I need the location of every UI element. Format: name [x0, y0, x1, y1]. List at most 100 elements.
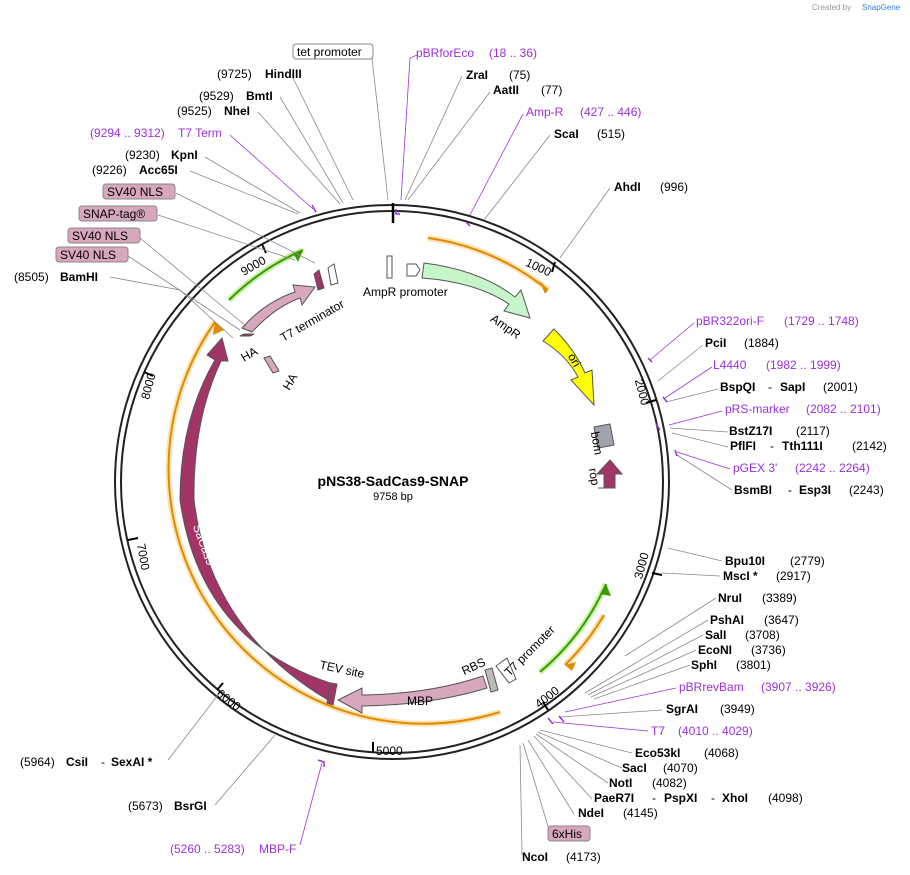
ldr-sphi	[593, 664, 691, 700]
ampr-label: AmpR	[488, 311, 524, 342]
bsmbi-pos: (2243)	[849, 483, 884, 497]
tick-7000	[127, 537, 139, 541]
pgex3-range: (2242 .. 2264)	[795, 461, 870, 475]
hindiii-label: HindIII	[265, 67, 302, 81]
ldr-sali	[587, 634, 704, 696]
ldr-bamhi	[109, 276, 234, 339]
sali-pos: (3708)	[745, 628, 780, 642]
ldr-his6	[522, 742, 551, 834]
ldr-kpni	[204, 156, 301, 214]
bsrgi-pos: (5673)	[128, 799, 163, 813]
pcii-label: PciI	[705, 336, 726, 350]
xhoi-label: XhoI	[722, 791, 748, 805]
bpu10i-pos: (2779)	[790, 554, 825, 568]
ldr-pgex3	[676, 451, 731, 470]
ldr-econi	[590, 649, 697, 698]
bspqi-dash: -	[768, 380, 772, 394]
ldr-pshai	[584, 619, 709, 694]
sphi-pos: (3801)	[736, 658, 771, 672]
paer7i-pos: (4098)	[768, 791, 803, 805]
ndei-label: NdeI	[578, 806, 604, 820]
ampr-promoter-label: AmpR promoter	[363, 285, 448, 299]
ampr-promoter-arrow	[406, 263, 421, 277]
snaptag-box	[78, 205, 158, 222]
ldr-l4440	[664, 366, 713, 399]
t7-promoter-label: T7 promoter	[502, 623, 558, 679]
sphi-label: SphI	[691, 658, 717, 672]
ldr-pbrforeco	[400, 54, 418, 201]
bmti-pos: (9529)	[199, 89, 234, 103]
plasmid-name: pNS38-SadCas9-SNAP	[318, 473, 469, 489]
noti-pos: (4082)	[652, 776, 687, 790]
ldr-t7term	[229, 134, 314, 210]
ldr-nrui	[624, 597, 717, 657]
t7-promoter-arrow	[495, 657, 517, 684]
mbpf-label: MBP-F	[259, 842, 296, 856]
pbrforeco-label: pBRforEco	[416, 46, 474, 60]
ldr-nhei	[257, 111, 341, 205]
ldr-csii	[167, 694, 219, 761]
ahdi-pos: (996)	[660, 180, 688, 194]
pcii-pos: (1884)	[744, 336, 779, 350]
his6-box	[547, 825, 591, 842]
bspqi-pos: (2001)	[823, 380, 858, 394]
tick-label-5000: 5000	[376, 744, 403, 758]
tick-label-4000: 4000	[532, 683, 562, 711]
rop-label: rop	[586, 467, 603, 487]
sv40nls2-label: SV40 NLS	[72, 229, 128, 243]
ldr-bspqi	[665, 388, 719, 403]
sapi-label: SapI	[780, 380, 805, 394]
pbrrevbam-label: pBRrevBam	[679, 680, 744, 694]
nrui-label: NruI	[718, 591, 742, 605]
csii-label: CsiI	[66, 755, 88, 769]
ldr-bstz17i	[669, 427, 729, 433]
sexai-label: SexAI *	[111, 755, 153, 769]
rbs-marker	[386, 255, 393, 279]
ldr-mbpf	[299, 762, 323, 846]
snaptag-label: SNAP-tag®	[83, 207, 145, 221]
bspqi-label: BspQI	[720, 380, 755, 394]
l4440-label: L4440	[713, 358, 747, 372]
sgrai-pos: (3949)	[720, 702, 755, 716]
rsmarker-range: (2082 .. 2101)	[806, 402, 881, 416]
tet-promoter-box	[292, 43, 374, 60]
ldr-t7	[552, 721, 649, 732]
ldr-scai	[483, 134, 551, 221]
bamhi-pos: (8505)	[14, 270, 49, 284]
ldr-hindiii	[292, 77, 354, 201]
tick-label-2000: 2000	[632, 377, 653, 407]
ldr-ahdi	[559, 187, 611, 259]
ldr-tet	[371, 57, 389, 201]
ndei-pos: (4145)	[623, 806, 658, 820]
sv40nls1-box	[102, 183, 176, 200]
site-marks	[311, 204, 678, 767]
ampr-primer-label: Amp-R	[526, 105, 564, 119]
credit-text: Created by	[812, 3, 851, 12]
ldr-noti	[535, 733, 609, 784]
lacz-arrow	[327, 263, 339, 286]
l4440-range: (1982 .. 1999)	[766, 358, 841, 372]
bpu10i-label: Bpu10I	[725, 554, 765, 568]
ldr-aatii	[407, 91, 491, 201]
hindiii-pos: (9725)	[217, 67, 252, 81]
paer7i-dash2: -	[711, 791, 715, 805]
tick-2000	[645, 399, 657, 404]
tick-label-3000: 3000	[631, 551, 652, 581]
ldr-ncoi	[519, 744, 523, 856]
ori-label: ori	[565, 351, 584, 370]
paer7i-dash1: -	[652, 791, 656, 805]
ldr-paer7i	[533, 735, 593, 800]
ori-arrow	[542, 328, 595, 407]
ahdi-label: AhdI	[614, 180, 641, 194]
sv40nls1-label: SV40 NLS	[107, 185, 163, 199]
tick-3000	[651, 572, 663, 576]
saci-label: SacI	[622, 761, 647, 775]
plasmid-size: 9758 bp	[373, 491, 413, 503]
tick-label-7000: 7000	[134, 542, 152, 571]
ldr-sv40nls3	[127, 255, 241, 331]
csii-pos: (5964)	[20, 755, 55, 769]
ldr-ndei	[527, 739, 575, 815]
ldr-bsrgi	[214, 734, 276, 806]
aatii-label: AatII	[493, 83, 519, 97]
